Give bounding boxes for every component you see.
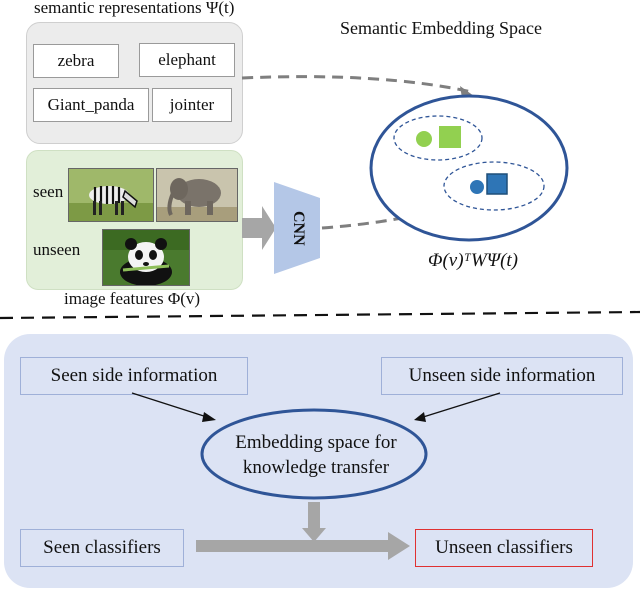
semantic-panel [26, 22, 243, 144]
unseen-point-marker [470, 180, 484, 194]
image-features-label: image features Φ(v) [64, 289, 201, 308]
seen-class-marker [439, 126, 461, 148]
cnn-block [274, 182, 320, 274]
word-box-giant-panda: Giant_panda [33, 88, 149, 122]
diagram-connectors [0, 75, 640, 320]
zebra-photo [68, 168, 154, 222]
unseen-class-marker [486, 173, 508, 195]
embedding-space-label: Embedding space for knowledge transfer [204, 430, 428, 480]
embedding-space-diagram [369, 94, 569, 242]
embedding-label-line2: knowledge transfer [242, 457, 390, 478]
elephant-photo [156, 168, 238, 222]
panda-photo [102, 229, 190, 286]
unseen-side-information-box: Unseen side information [381, 357, 623, 395]
seen-classifiers-box: Seen classifiers [20, 529, 184, 567]
compatibility-formula: Φ(v)ᵀWΨ(t) [428, 250, 519, 271]
word-box-jointer: jointer [152, 88, 232, 122]
seen-label: seen [33, 182, 64, 201]
seen-point-marker [416, 131, 432, 147]
word-box-elephant: elephant [139, 43, 235, 77]
cnn-label: CNN [290, 211, 307, 246]
unseen-label: unseen [33, 240, 81, 259]
unseen-classifiers-box: Unseen classifiers [415, 529, 593, 567]
embedding-space-title: Semantic Embedding Space [340, 18, 542, 38]
embedding-label-line1: Embedding space for [235, 432, 397, 453]
word-box-zebra: zebra [33, 44, 119, 78]
semantic-representations-label: semantic representations Ψ(t) [34, 0, 235, 17]
seen-side-information-box: Seen side information [20, 357, 248, 395]
transfer-arrows [131, 392, 501, 560]
